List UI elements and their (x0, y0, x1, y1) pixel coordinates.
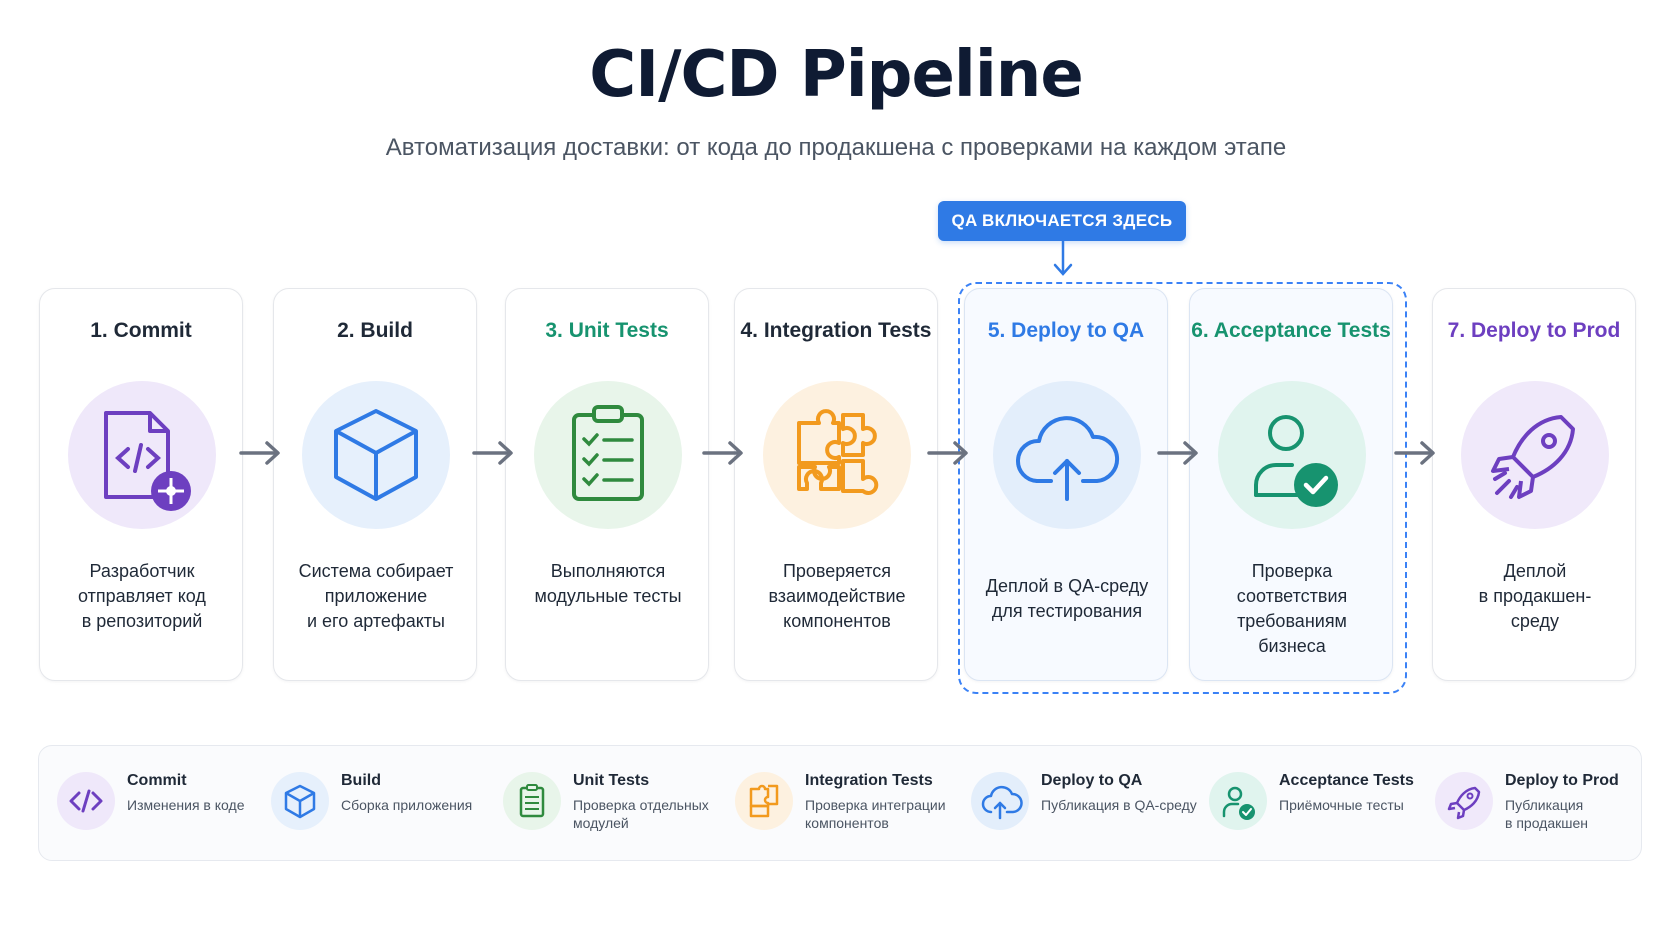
cloud-upload-icon (971, 772, 1029, 830)
code-icon (57, 772, 115, 830)
flow-arrow-icon (1157, 441, 1198, 465)
stage-title: 3. Unit Tests (545, 319, 669, 342)
legend-title: Deploy to QA (1041, 772, 1143, 789)
stage-description: Система собирает приложение и его артефа… (298, 561, 454, 631)
checklist-icon (534, 381, 682, 529)
flow-arrow-icon (1394, 441, 1435, 465)
cube-icon (302, 381, 450, 529)
puzzle-icon (763, 381, 911, 529)
stage-description: Проверка соответствия требованиям бизнес… (1236, 561, 1348, 656)
stage-description: Деплой в QA-среду для тестирования (985, 576, 1149, 621)
qa-zone-outline (958, 282, 1407, 694)
stage-card-integration-tests: 4. Integration Tests Проверяется взаимод… (734, 288, 938, 681)
stage-title: 4. Integration Tests (740, 319, 932, 342)
legend-title: Integration Tests (805, 772, 933, 789)
page-title: CI/CD Pipeline (589, 38, 1083, 112)
stage-card-unit-tests: 3. Unit Tests Выполняются модульные тест… (505, 288, 709, 681)
stage-title: 2. Build (337, 319, 413, 342)
legend-description: Публикация в продакшен (1505, 797, 1589, 831)
user-check-icon (1209, 772, 1267, 830)
stage-card-deploy-to-qa: 5. Deploy to QA Деплой в QA-среду для те… (964, 288, 1168, 681)
legend-description: Проверка отдельных модулей (573, 797, 709, 831)
stage-description: Проверяется взаимодействие компонентов (768, 561, 906, 631)
flow-arrow-icon (472, 441, 513, 465)
stage-description: Выполняются модульные тесты (534, 561, 682, 606)
flow-arrow-icon (702, 441, 743, 465)
legend-description: Приёмочные тесты (1279, 797, 1404, 813)
stage-card-build: 2. Build Система собирает приложение и е… (273, 288, 477, 681)
stage-title: 6. Acceptance Tests (1191, 319, 1391, 342)
code-file-icon (68, 381, 216, 529)
qa-pointer-arrow-icon (1053, 241, 1073, 276)
rocket-icon (1435, 772, 1493, 830)
flow-arrow-icon (239, 441, 280, 465)
rocket-icon (1461, 381, 1609, 529)
user-check-icon (1218, 381, 1366, 529)
qa-badge: QA ВКЛЮЧАЕТСЯ ЗДЕСЬ (938, 201, 1186, 241)
legend-title: Acceptance Tests (1279, 772, 1414, 789)
page-subtitle: Автоматизация доставки: от кода до прода… (385, 134, 1287, 161)
stage-description: Разработчик отправляет код в репозиторий (78, 561, 206, 631)
legend-description: Проверка интеграции компонентов (805, 797, 946, 831)
legend-title: Build (341, 772, 381, 789)
puzzle-icon (735, 772, 793, 830)
flow-arrow-icon (927, 441, 968, 465)
legend-description: Публикация в QA-среду (1041, 797, 1197, 813)
legend-description: Сборка приложения (341, 797, 473, 813)
stage-description: Деплой в продакшен- среду (1478, 561, 1592, 631)
checklist-icon (503, 772, 561, 830)
stage-title: 7. Deploy to Prod (1447, 319, 1621, 342)
legend-panel: Commit Изменения в коде Build Сборка при… (38, 745, 1642, 861)
stage-card-commit: 1. Commit Разработчик отправляет код в р… (39, 288, 243, 681)
legend-description: Изменения в коде (127, 797, 245, 813)
stage-card-acceptance-tests: 6. Acceptance Tests Проверка соответстви… (1189, 288, 1393, 681)
stage-card-deploy-to-prod: 7. Deploy to Prod Деплой в продакшен- ср… (1432, 288, 1636, 681)
legend-title: Deploy to Prod (1505, 772, 1619, 789)
stage-title: 1. Commit (90, 319, 192, 342)
cube-icon (271, 772, 329, 830)
legend-title: Commit (127, 772, 187, 789)
stage-title: 5. Deploy to QA (987, 319, 1145, 342)
legend-title: Unit Tests (573, 772, 650, 789)
cloud-upload-icon (993, 381, 1141, 529)
